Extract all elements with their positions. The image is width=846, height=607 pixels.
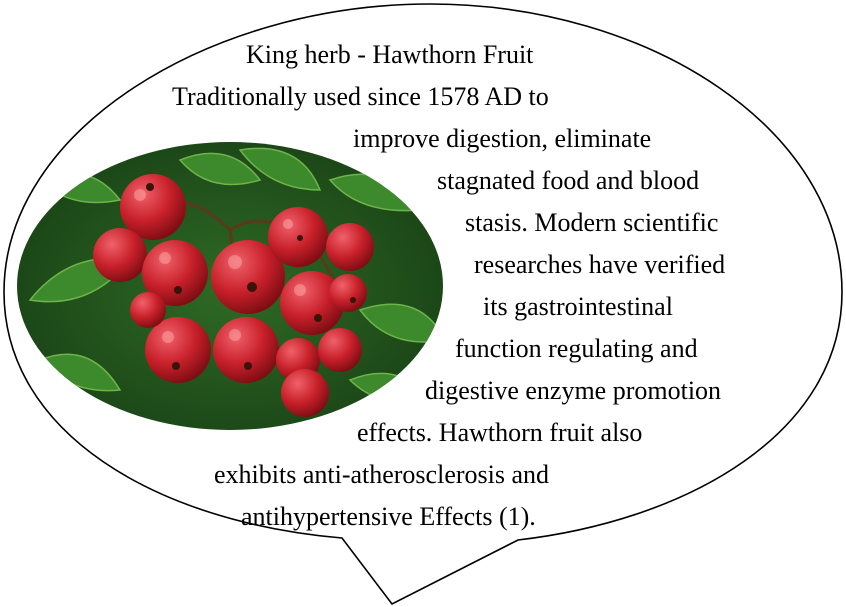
callout-line-1: King herb - Hawthorn Fruit bbox=[246, 40, 534, 69]
callout-line-8: function regulating and bbox=[455, 334, 698, 363]
callout-line-9: digestive enzyme promotion bbox=[425, 376, 722, 405]
callout-line-2: Traditionally used since 1578 AD to bbox=[172, 82, 549, 111]
callout-line-6: researches have verified bbox=[474, 250, 726, 279]
callout-line-11: exhibits anti-atherosclerosis and bbox=[214, 460, 550, 489]
callout-line-3: improve digestion, eliminate bbox=[353, 124, 652, 153]
callout-line-12: antihypertensive Effects (1). bbox=[241, 502, 536, 531]
callout-line-7: its gastrointestinal bbox=[483, 292, 673, 321]
callout-line-4: stagnated food and blood bbox=[437, 166, 700, 195]
hawthorn-berries-photo bbox=[17, 142, 443, 430]
callout-line-5: stasis. Modern scientific bbox=[465, 208, 719, 237]
callout-line-10: effects. Hawthorn fruit also bbox=[357, 418, 643, 447]
